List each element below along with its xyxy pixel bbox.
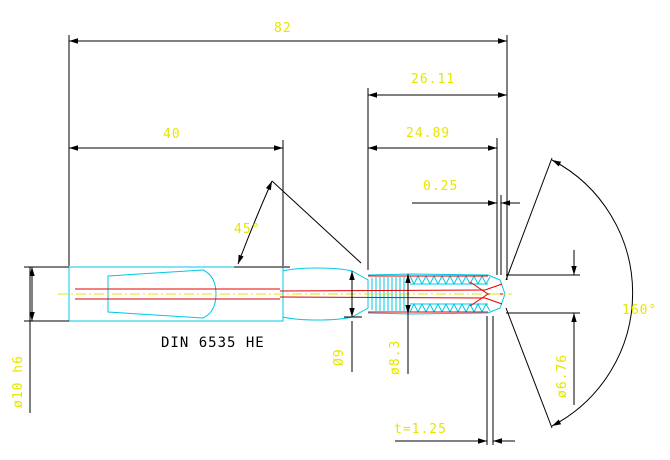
part-outline — [68, 266, 506, 322]
thread-zigzag-bottom — [409, 302, 491, 314]
dim-pitch: t=1.25 — [394, 422, 447, 437]
dimension-lines — [24, 35, 634, 445]
dim-offset: 0.25 — [423, 179, 458, 194]
dim-tip-diameter: ø6.76 — [555, 354, 570, 398]
thread-zigzag-top — [409, 274, 491, 286]
coolant-channels — [75, 275, 505, 313]
dim-chamfer-angle: 45° — [234, 222, 260, 237]
thread-core — [410, 283, 488, 305]
dim-shank-diameter: ø10 h6 — [11, 355, 26, 408]
standard-label: DIN 6535 HE — [161, 335, 265, 351]
dim-thread-diameter: ø8.3 — [388, 340, 403, 375]
dim-point-angle: 160° — [622, 303, 657, 318]
dim-neck-diameter: Ø9 — [332, 348, 347, 366]
dim-length-2: 24.89 — [406, 126, 450, 141]
dim-shank-length: 40 — [163, 127, 181, 142]
dim-length-1: 26.11 — [411, 72, 455, 87]
dim-overall-length: 82 — [274, 21, 292, 36]
